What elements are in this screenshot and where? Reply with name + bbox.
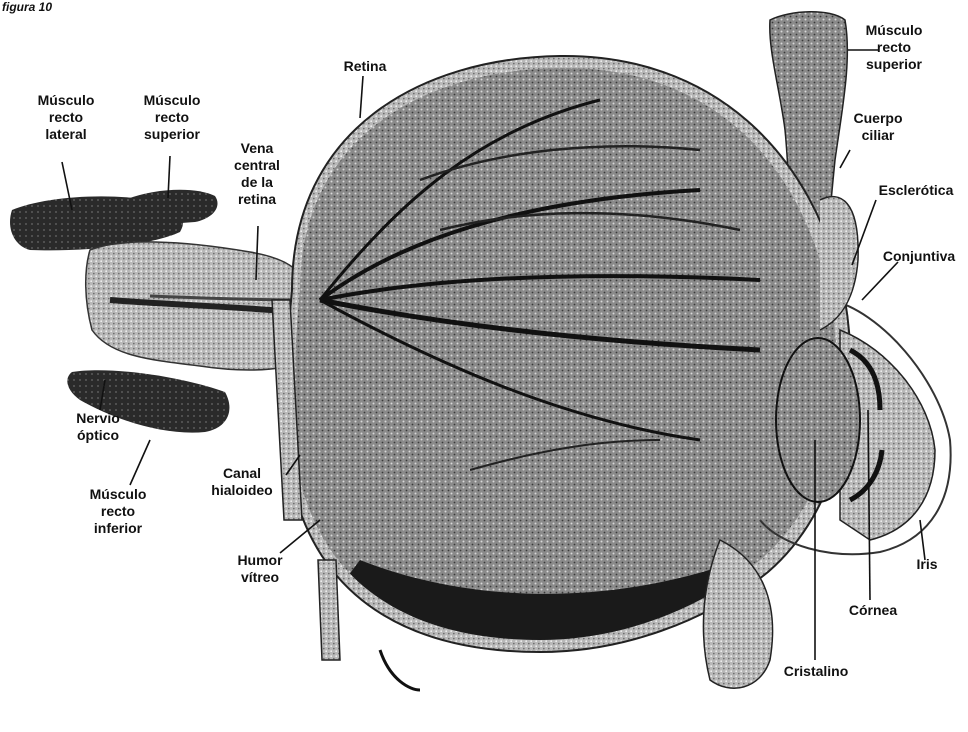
lens-shape [776, 338, 860, 502]
label-retina: Retina [330, 58, 400, 75]
label-conjuntiva: Conjuntiva [872, 248, 966, 265]
leader-cuerpo-ciliar [840, 150, 850, 168]
label-iris: Iris [904, 556, 950, 573]
leader-retina [360, 76, 363, 118]
label-esclerotica: Esclerótica [868, 182, 964, 199]
leader-conjuntiva [862, 262, 898, 300]
leader-musculo-inferior [130, 440, 150, 485]
label-cristalino: Cristalino [766, 663, 866, 680]
label-cornea: Córnea [838, 602, 908, 619]
leader-iris [920, 520, 925, 560]
